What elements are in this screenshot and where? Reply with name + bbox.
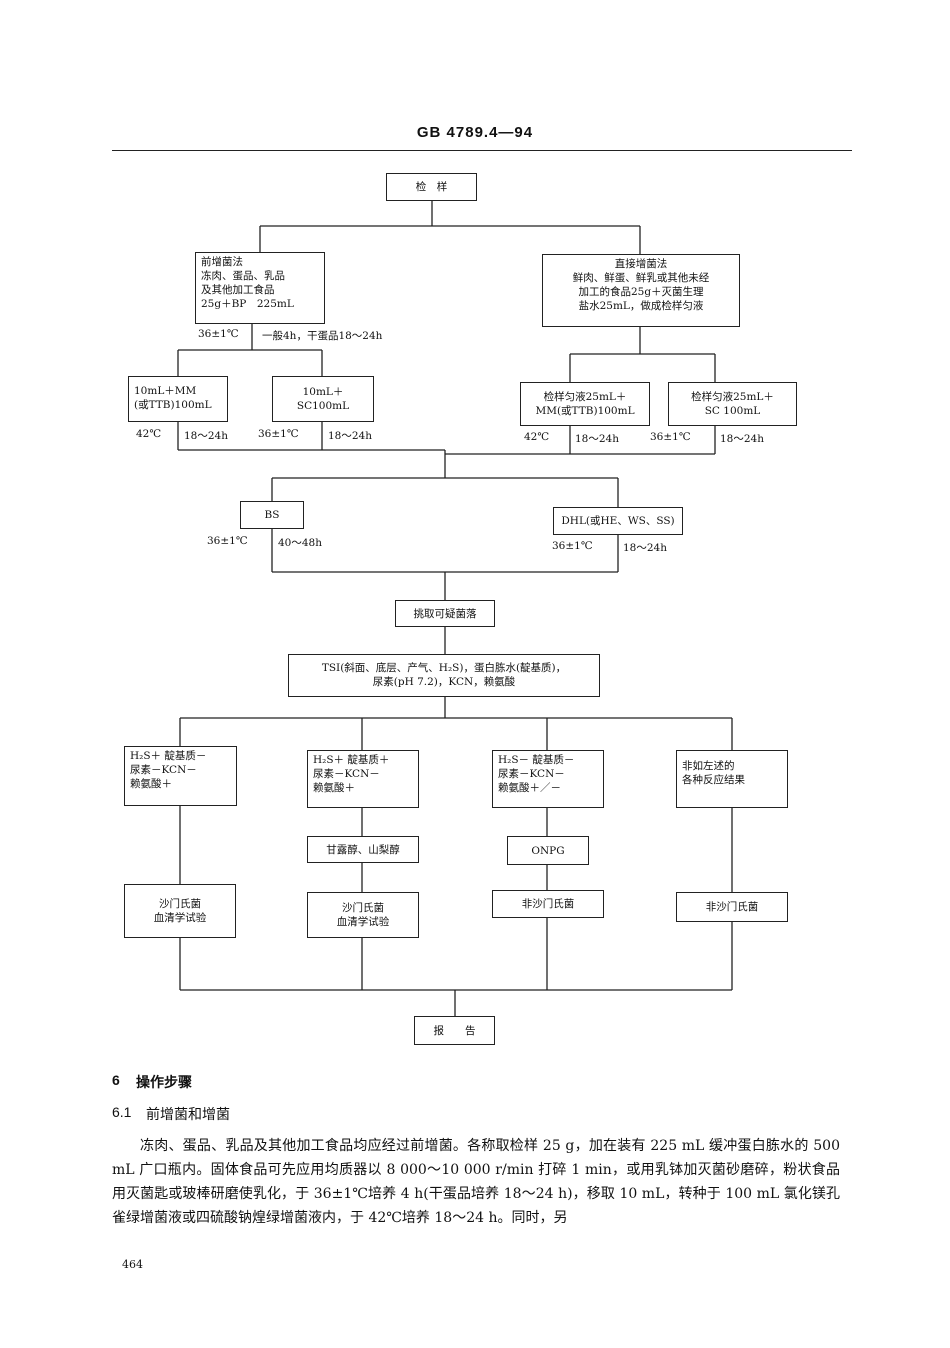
document-header: GB 4789.4—94 bbox=[416, 124, 534, 141]
page-number: 464 bbox=[122, 1258, 143, 1271]
time-label: 18～24h bbox=[184, 430, 228, 442]
temp-label: 42℃ bbox=[136, 428, 162, 440]
non-salmonella-box-2: 非沙门氏菌 bbox=[676, 892, 788, 922]
time-label: 18～24h bbox=[328, 430, 372, 442]
salmonella-serology-box-1: 沙门氏菌 血清学试验 bbox=[124, 884, 236, 938]
pick-colony-box: 挑取可疑菌落 bbox=[395, 600, 495, 627]
pre-enrich-temp: 36±1℃ bbox=[198, 328, 239, 340]
subsection-number: 6.1 bbox=[112, 1104, 132, 1120]
sc-right-box: 检样匀液25mL＋ SC 100mL bbox=[668, 382, 797, 426]
bs-temp: 36±1℃ bbox=[207, 535, 248, 547]
report-box: 报 告 bbox=[414, 1016, 495, 1045]
temp-label: 36±1℃ bbox=[650, 431, 691, 443]
time-label: 18～24h bbox=[720, 433, 764, 445]
section-title: 操作步骤 bbox=[136, 1074, 192, 1090]
sc-left-box: 10mL＋SC100mL bbox=[272, 376, 374, 422]
result-box-4: 非如左述的 各种反应结果 bbox=[676, 750, 788, 808]
temp-label: 42℃ bbox=[524, 431, 550, 443]
mannitol-box: 甘露醇、山梨醇 bbox=[307, 836, 419, 863]
dhl-box: DHL(或HE、WS、SS) bbox=[553, 507, 683, 535]
body-paragraph: 冻肉、蛋品、乳品及其他加工食品均应经过前增菌。各称取检样 25 g，加在装有 2… bbox=[112, 1138, 840, 1226]
result-box-1: H₂S＋ 靛基质－ 尿素－KCN－ 赖氨酸＋ bbox=[124, 746, 237, 806]
dhl-time: 18～24h bbox=[623, 542, 667, 554]
bs-time: 40～48h bbox=[278, 537, 322, 549]
direct-enrichment-box: 直接增菌法 鲜肉、鲜蛋、鲜乳或其他未经 加工的食品25g＋灭菌生理 盐水25mL… bbox=[542, 254, 740, 327]
salmonella-serology-box-2: 沙门氏菌 血清学试验 bbox=[307, 892, 419, 938]
subsection-title: 前增菌和增菌 bbox=[146, 1106, 230, 1122]
time-label: 18～24h bbox=[575, 433, 619, 445]
result-box-3: H₂S－ 靛基质－ 尿素－KCN－ 赖氨酸＋／－ bbox=[492, 750, 604, 808]
section-number: 6 bbox=[112, 1072, 120, 1088]
result-box-2: H₂S＋ 靛基质＋ 尿素－KCN－ 赖氨酸＋ bbox=[307, 750, 419, 808]
mm-right-box: 检样匀液25mL＋ MM(或TTB)100mL bbox=[520, 382, 650, 426]
mm-left-box: 10mL＋MM (或TTB)100mL bbox=[128, 376, 228, 422]
dhl-temp: 36±1℃ bbox=[552, 540, 593, 552]
temp-label: 36±1℃ bbox=[258, 428, 299, 440]
header-rule bbox=[112, 150, 852, 151]
biochemical-tests-box: TSI(斜面、底层、产气、H₂S)，蛋白胨水(靛基质)， 尿素(pH 7.2)，… bbox=[288, 654, 600, 697]
pre-enrichment-box: 前增菌法 冻肉、蛋品、乳品 及其他加工食品 25g＋BP 225mL bbox=[195, 252, 325, 324]
sample-box: 检 样 bbox=[386, 173, 477, 201]
bs-box: BS bbox=[240, 501, 304, 529]
onpg-box: ONPG bbox=[507, 836, 589, 865]
non-salmonella-box-1: 非沙门氏菌 bbox=[492, 890, 604, 918]
pre-enrich-time: 一般4h，干蛋品18～24h bbox=[262, 330, 383, 342]
